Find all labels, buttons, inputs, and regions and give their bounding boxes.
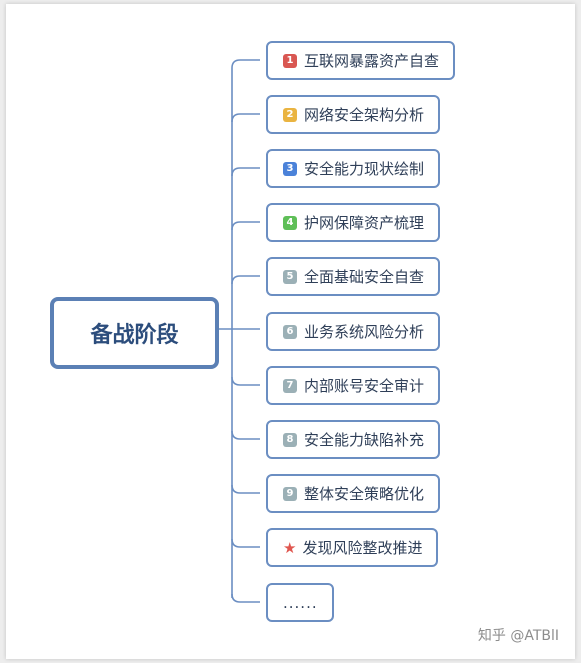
priority-7-badge-icon: 7 [283,378,297,393]
priority-9-badge-icon: 9 [283,486,297,501]
branch-line-3 [231,167,260,177]
priority-1-badge-icon: 1 [283,53,297,68]
root-node-label: 备战阶段 [90,323,179,348]
topic-label: 互联网暴露资产自查 [304,52,440,70]
topic-label: 整体安全策略优化 [304,485,425,503]
topic-node-9[interactable]: 9 整体安全策略优化 [266,474,441,513]
branch-line-2 [231,113,260,123]
topic-node-7[interactable]: 7 内部账号安全审计 [266,366,441,405]
topic-label: 内部账号安全审计 [304,377,425,395]
branch-line-8 [231,430,260,440]
topic-node-3[interactable]: 3 安全能力现状绘制 [266,149,441,188]
branch-line-11 [231,593,260,603]
topic-node-6[interactable]: 6 业务系统风险分析 [266,312,441,351]
topic-label: 网络安全架构分析 [304,106,425,124]
topic-node-10[interactable]: ★ 发现风险整改推进 [266,528,439,567]
branch-line-5 [231,275,260,285]
more-topics-label: ...... [283,593,318,612]
topic-node-more[interactable]: ...... [266,583,334,622]
root-node[interactable]: 备战阶段 [50,297,219,369]
branch-line-7 [231,376,260,386]
mindmap-canvas: 备战阶段 1 互联网暴露资产自查 2 网络安全架构分析 3 安全能力现状绘制 4… [6,4,575,659]
topic-node-5[interactable]: 5 全面基础安全自查 [266,257,441,296]
topic-node-4[interactable]: 4 护网保障资产梳理 [266,203,441,242]
topic-label: 全面基础安全自查 [304,268,425,286]
star-icon: ★ [283,538,297,557]
topic-label: 发现风险整改推进 [302,539,423,557]
topic-node-2[interactable]: 2 网络安全架构分析 [266,95,441,134]
branch-line-1 [231,59,260,69]
topic-label: 业务系统风险分析 [304,323,425,341]
topic-label: 安全能力缺陷补充 [304,431,425,449]
topic-label: 护网保障资产梳理 [304,214,425,232]
priority-3-badge-icon: 3 [283,161,297,176]
branch-line-4 [231,221,260,231]
priority-5-badge-icon: 5 [283,269,297,284]
topic-label: 安全能力现状绘制 [304,160,425,178]
priority-8-badge-icon: 8 [283,432,297,447]
topic-node-1[interactable]: 1 互联网暴露资产自查 [266,41,456,80]
priority-4-badge-icon: 4 [283,215,297,230]
connector-lines [213,59,260,603]
branch-line-9 [231,484,260,494]
watermark: 知乎 @ATBlI [477,628,559,644]
topic-node-8[interactable]: 8 安全能力缺陷补充 [266,420,441,459]
priority-6-badge-icon: 6 [283,324,297,339]
branch-line-10 [231,538,260,548]
priority-2-badge-icon: 2 [283,107,297,122]
